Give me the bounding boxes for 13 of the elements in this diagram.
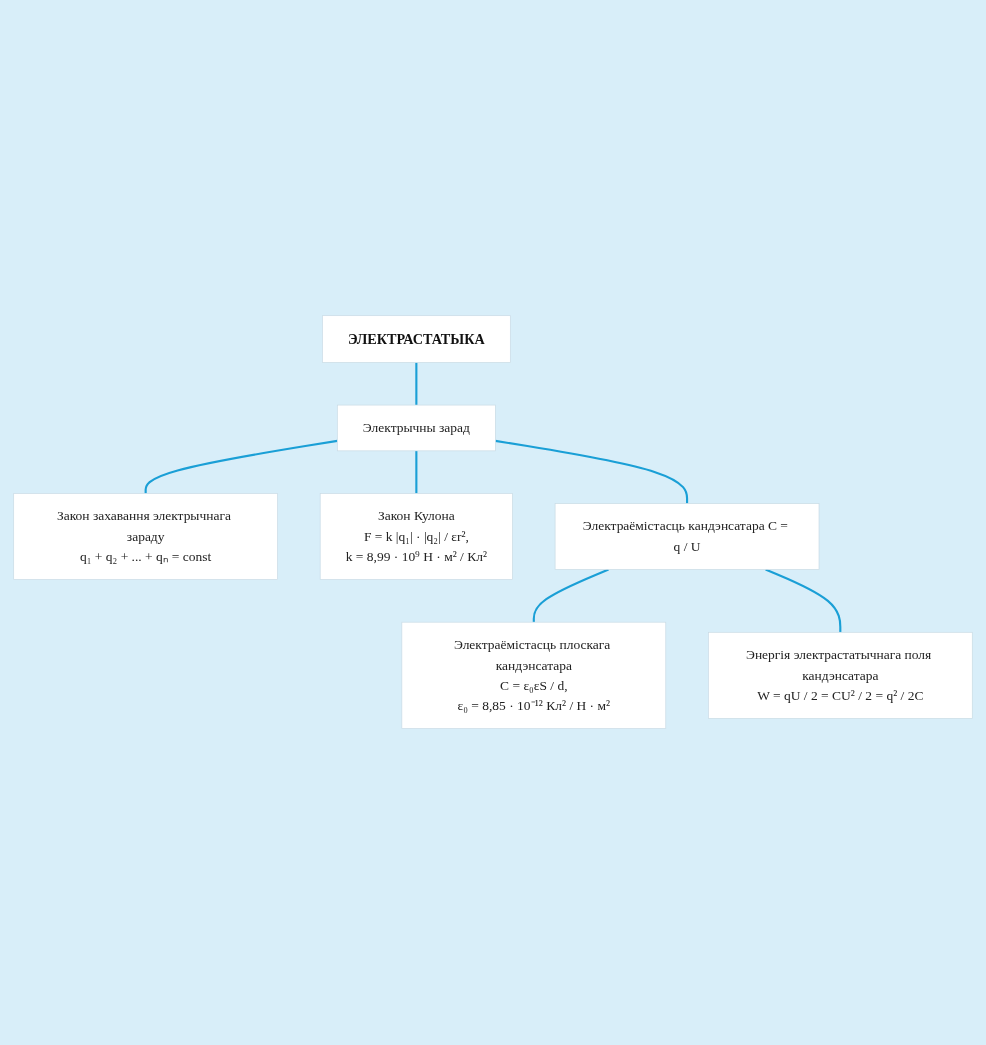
connector (765, 568, 842, 633)
node-box: Энергія электрастатычнага поля кандэнсатара W = qU / 2 = CU² / 2 = q² / 2C (708, 632, 973, 720)
node-box: Электрычны зарад (337, 405, 496, 452)
connector (144, 440, 338, 494)
node-box: Электраёмістасць кандэнсатара C = q / U (554, 503, 820, 571)
node-box: Закон захавання электрычнага зараду q₁ + q₂ + ... + qₙ = const (13, 493, 278, 581)
connector (495, 440, 689, 504)
node-box: Закон Кулона F = k |q₁| · |q₂| / εr², k = 8,99 · 10⁹ Н · м² / Кл² (319, 493, 513, 581)
connector (415, 362, 418, 406)
node-box: ЭЛЕКТРАСТАТЫКА (322, 315, 511, 364)
connector (532, 568, 609, 623)
node-box: Электраёмістасць плоскага кандэнсатара C = ε₀εS / d, ε₀ = 8,85 · 10⁻¹² Кл² / Н · м² (401, 622, 667, 730)
connector (415, 451, 418, 494)
